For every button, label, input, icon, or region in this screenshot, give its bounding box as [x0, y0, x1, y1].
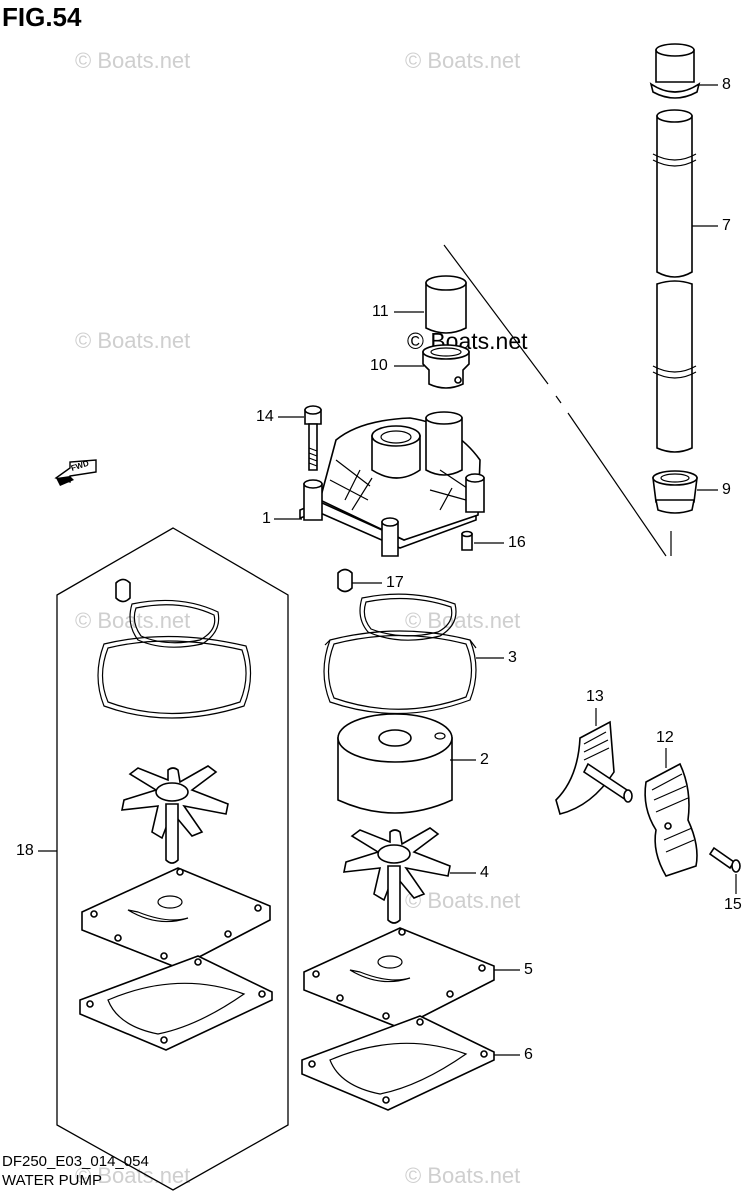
repair-kit-outline — [56, 527, 289, 1191]
callout-13: 13 — [586, 688, 604, 705]
part-14-bolt — [304, 405, 322, 471]
part-11-sleeve — [425, 275, 467, 334]
kit-gasket — [79, 955, 273, 1051]
callout-15: 15 — [724, 896, 742, 913]
callout-6: 6 — [524, 1046, 533, 1063]
watermark: © Boats.net — [405, 608, 521, 633]
watermark: © Boats.net — [75, 328, 191, 353]
watermark: © Boats.net — [405, 1163, 521, 1188]
part-6-gasket — [301, 1015, 495, 1111]
part-8-grommet — [649, 43, 701, 99]
part-4-impeller — [343, 827, 451, 924]
watermark: © Boats.net — [405, 48, 521, 73]
watermark: © Boats.net — [75, 608, 191, 633]
part-13-strainer — [555, 720, 633, 815]
pipe-group-outline — [443, 244, 672, 557]
model-code: DF250_E03_014_054 — [2, 1153, 149, 1170]
kit-impeller — [121, 765, 229, 864]
part-16-pin — [461, 530, 473, 551]
callout-1: 1 — [262, 510, 271, 527]
callout-10: 10 — [370, 357, 388, 374]
callout-5: 5 — [524, 961, 533, 978]
figure-title: FIG.54 — [2, 2, 82, 32]
part-7-water-tube — [652, 109, 697, 453]
callout-18: 18 — [16, 842, 34, 859]
callout-9: 9 — [722, 481, 731, 498]
part-9-grommet — [652, 470, 698, 514]
fwd-arrow-icon: FWD — [54, 459, 97, 486]
part-1-pump-case — [299, 411, 485, 557]
callout-12: 12 — [656, 729, 674, 746]
callout-17: 17 — [386, 574, 404, 591]
kit-plate — [81, 867, 271, 969]
callout-3: 3 — [508, 649, 517, 666]
watermark: © Boats.net — [405, 888, 521, 913]
leader-lines — [38, 84, 737, 1056]
part-15-screw — [708, 846, 741, 873]
part-3-seal-ring — [323, 593, 477, 715]
part-10-guide — [422, 344, 470, 389]
figure-caption: WATER PUMP — [2, 1172, 102, 1189]
kit-key — [115, 578, 131, 603]
callout-4: 4 — [480, 864, 489, 881]
watermark: © Boats.net — [75, 48, 191, 73]
callout-16: 16 — [508, 534, 526, 551]
callout-8: 8 — [722, 76, 731, 93]
callout-14: 14 — [256, 408, 274, 425]
callout-11: 11 — [372, 303, 389, 320]
part-5-plate — [303, 927, 495, 1029]
callout-2: 2 — [480, 751, 489, 768]
part-17-key — [337, 568, 353, 593]
kit-seal-ring — [97, 599, 252, 719]
part-12-strainer-plate — [644, 762, 698, 877]
part-2-liner — [337, 713, 453, 814]
callout-7: 7 — [722, 217, 731, 234]
